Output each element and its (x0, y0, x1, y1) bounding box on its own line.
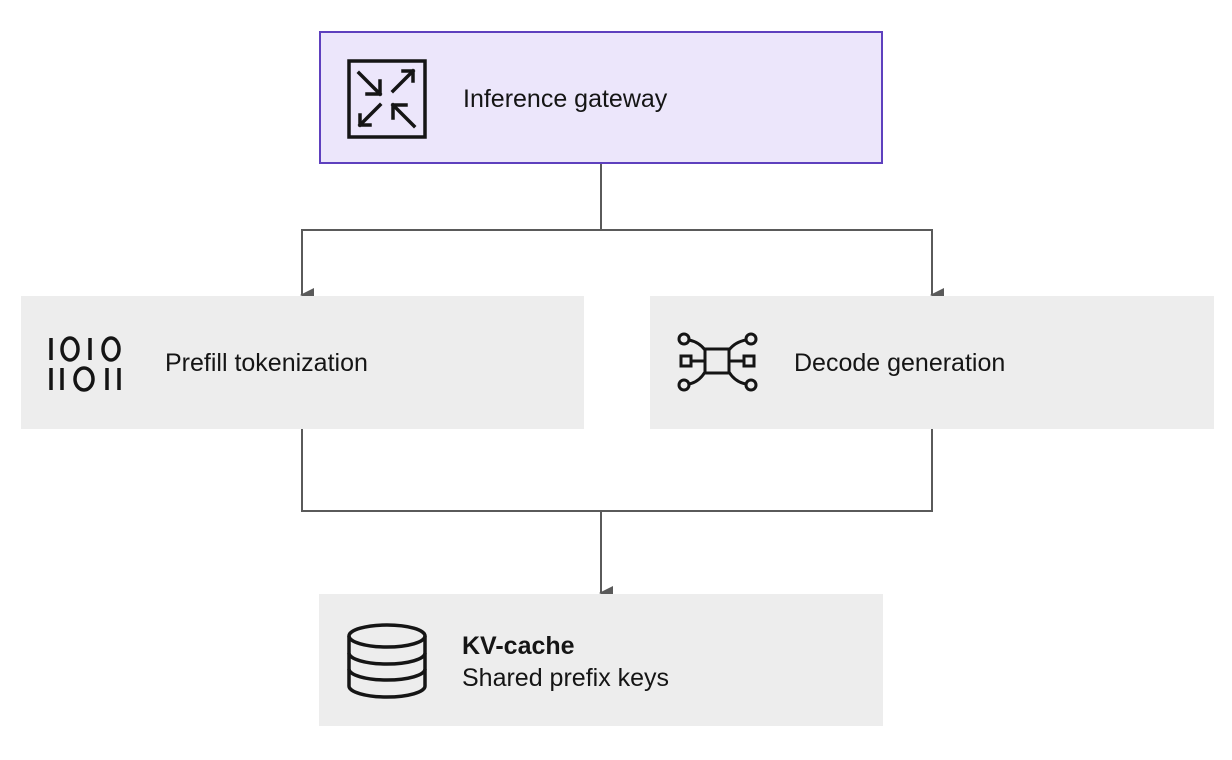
edge-decode-to-kvcache (601, 429, 933, 512)
node-inference-gateway: Inference gateway (319, 31, 883, 164)
gateway-label: Inference gateway (463, 85, 668, 113)
prefill-label: Prefill tokenization (165, 349, 368, 377)
edge-prefill-to-kvcache (301, 429, 613, 600)
node-prefill-tokenization: Prefill tokenization (21, 296, 584, 429)
arrows-converge-icon (347, 59, 427, 139)
edge-gateway-to-prefill (300, 164, 602, 302)
node-kv-cache: KV-cache Shared prefix keys (319, 594, 883, 726)
node-decode-generation: Decode generation (650, 296, 1214, 429)
edge-gateway-to-decode (601, 229, 944, 302)
kvcache-subtitle: Shared prefix keys (462, 664, 670, 692)
database-icon (347, 623, 427, 699)
binary-digits-icon (49, 336, 121, 392)
decode-label: Decode generation (794, 349, 1006, 377)
kvcache-title: KV-cache (462, 632, 575, 660)
circuit-nodes-icon (677, 332, 758, 392)
